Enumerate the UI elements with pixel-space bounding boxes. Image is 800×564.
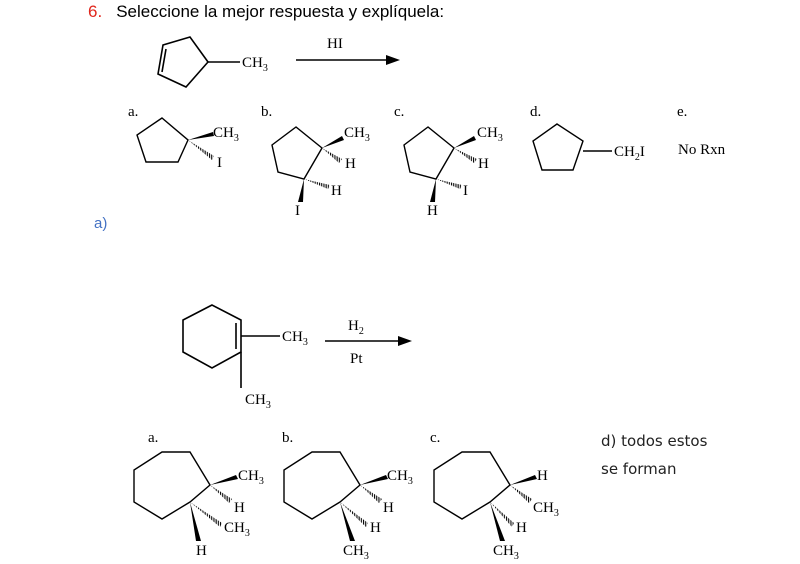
r2-option-c-letter: c. [430, 430, 440, 446]
r2-a-ch3-top: CH3 [238, 468, 264, 487]
r1-option-d-structure [532, 123, 612, 171]
question-text: Seleccione la mejor respuesta y explíque… [116, 2, 445, 21]
reactant-1-2-dimethylcyclohexene [182, 304, 280, 388]
r2-a-h2: H [196, 543, 207, 559]
reaction-2-arrow [325, 336, 412, 346]
r1-option-b-structure [271, 126, 323, 180]
r2-c-ch3-top: CH3 [533, 500, 559, 519]
r1-c-ch3: CH3 [477, 125, 503, 144]
r1-b-iodine: I [295, 203, 300, 219]
r1-option-e-letter: e. [677, 104, 687, 120]
reactant-2-substituent-2: CH3 [245, 392, 271, 411]
r2-option-a-structure [133, 451, 211, 520]
r1-e-no-reaction: No Rxn [678, 142, 726, 158]
r2-option-b-letter: b. [282, 430, 293, 446]
r2-a-h1: H [234, 500, 245, 516]
r2-b-ch3-bottom: CH3 [343, 543, 369, 562]
reaction-2-reagent-bottom: Pt [350, 351, 363, 367]
r2-c-ch3-bottom: CH3 [493, 543, 519, 562]
r2-option-d-line-1: d) todos estos [601, 432, 708, 450]
r1-option-a-structure [136, 117, 189, 163]
r1-a-ch3: CH3 [213, 125, 239, 144]
r1-option-d-letter: d. [530, 104, 541, 120]
r1-c-h2: H [427, 203, 438, 219]
r2-option-d-line-2: se forman [601, 460, 677, 478]
r1-b-h2: H [331, 183, 342, 199]
r2-c-h2: H [516, 520, 527, 536]
r2-c-h1: H [537, 468, 548, 484]
reaction-1-arrow [296, 55, 400, 65]
reactant-1-methylcyclopentene [157, 36, 240, 88]
r1-c-iodine: I [463, 183, 468, 199]
r1-c-h1: H [478, 156, 489, 172]
r1-b-h1: H [345, 156, 356, 172]
r2-option-d: d) todos estos se forman [601, 427, 707, 483]
r2-b-h1: H [383, 500, 394, 516]
r1-option-b-letter: b. [261, 104, 272, 120]
r2-option-c-structure [433, 451, 511, 520]
reactant-2-substituent-1: CH3 [282, 329, 308, 348]
r1-a-iodine: I [217, 155, 222, 171]
r2-b-h2: H [370, 520, 381, 536]
reaction-2-reagent-top: H2 [348, 318, 364, 337]
question-title: 6. Seleccione la mejor respuesta y explíq… [88, 2, 444, 22]
r1-option-c-structure [403, 126, 455, 180]
r2-option-a-letter: a. [148, 430, 158, 446]
answer-a-marker: a) [94, 215, 108, 232]
reaction-1-reagent: HI [327, 36, 343, 52]
r1-option-c-letter: c. [394, 104, 404, 120]
r2-a-ch3-bottom: CH3 [224, 520, 250, 539]
r1-b-ch3: CH3 [344, 125, 370, 144]
r1-d-group: CH2I [614, 144, 645, 163]
r2-b-ch3-top: CH3 [387, 468, 413, 487]
question-number: 6. [88, 2, 103, 21]
r2-option-b-structure [283, 451, 361, 520]
r1-option-a-letter: a. [128, 104, 138, 120]
reactant-1-substituent: CH3 [242, 55, 268, 74]
